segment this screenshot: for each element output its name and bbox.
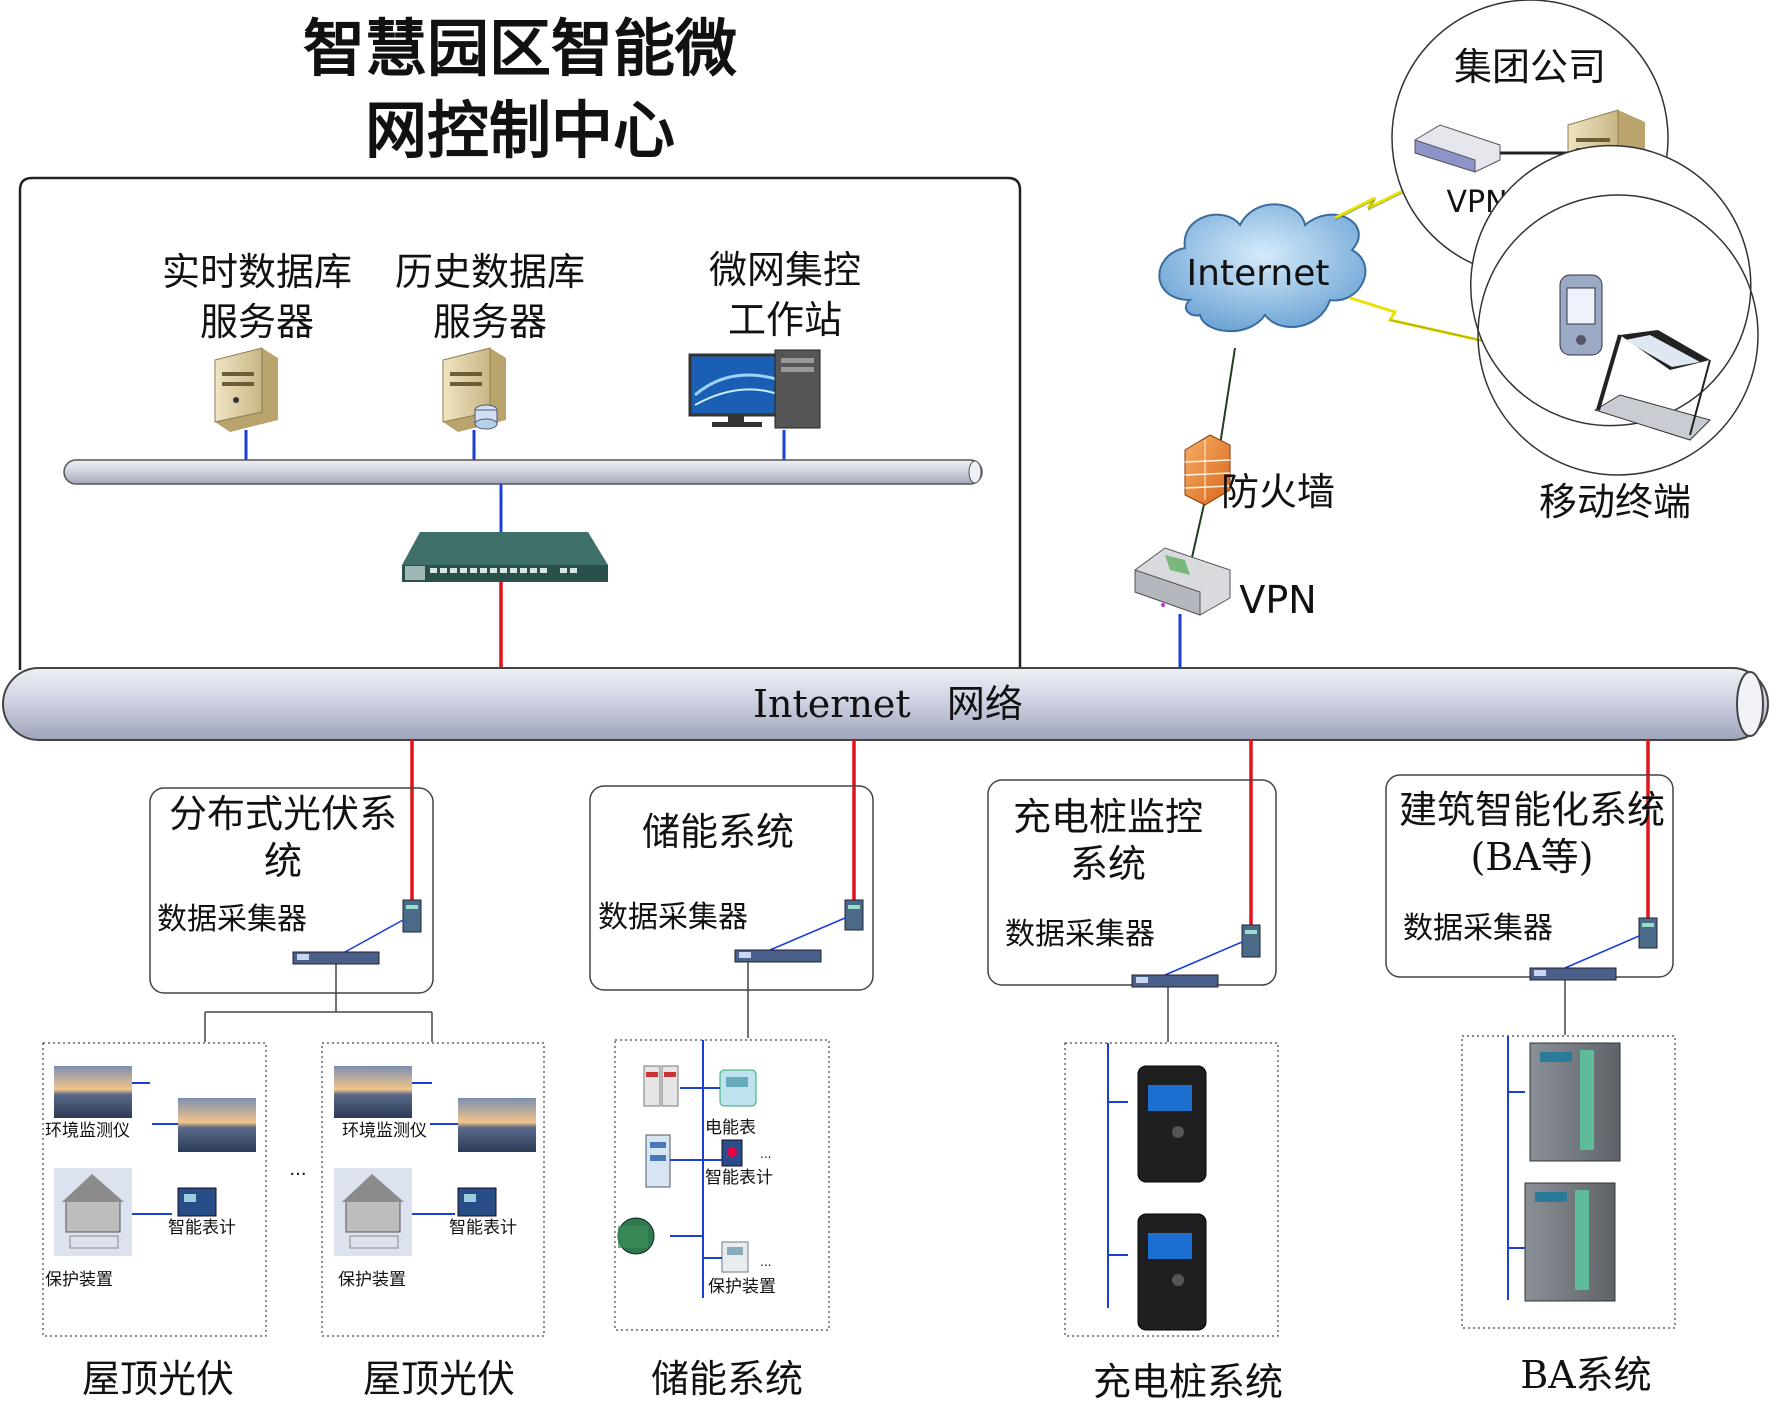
storage-protection-label: 保护装置 bbox=[708, 1277, 776, 1297]
internet-bus-label: Internet 网络 bbox=[753, 682, 1023, 726]
pv-subsystem-title-line2: 统 bbox=[264, 839, 302, 883]
history-db-server-label: 历史数据库 服务器 bbox=[395, 250, 585, 344]
storage-gateway-icon bbox=[734, 899, 864, 963]
pv-env-monitor-label-1: 环境监测仪 bbox=[45, 1121, 130, 1141]
bottom-label-storage: 储能系统 bbox=[651, 1357, 803, 1401]
workstation-icon bbox=[688, 349, 821, 429]
mobile-circle bbox=[1470, 144, 1752, 427]
bottom-label-rooftop-pv-1: 屋顶光伏 bbox=[82, 1357, 234, 1401]
pv-subsystem-title-line1: 分布式光伏系 bbox=[169, 792, 397, 836]
control-center-frame bbox=[18, 176, 1022, 670]
microgrid-workstation-label-line2: 工作站 bbox=[728, 298, 842, 342]
pv-protection-label-2: 保护装置 bbox=[338, 1270, 406, 1290]
cloud-to-group-link-shadow bbox=[1334, 186, 1416, 221]
phone-icon bbox=[1559, 274, 1603, 356]
internet-cloud-icon bbox=[1158, 203, 1367, 333]
vpn-label: VPN bbox=[1239, 578, 1316, 622]
internal-bus-pipe bbox=[63, 459, 983, 485]
microgrid-workstation-label: 微网集控 工作站 bbox=[709, 248, 861, 342]
diagram-title-line1: 智慧园区智能微 bbox=[303, 12, 737, 85]
charging-pile-icon-2 bbox=[1137, 1213, 1207, 1331]
storage-ellipsis-1: ... bbox=[760, 1147, 771, 1161]
pv-smart-meter-label-1: 智能表计 bbox=[168, 1218, 236, 1238]
pv-collector-label: 数据采集器 bbox=[157, 902, 307, 937]
bottom-label-ba: BA系统 bbox=[1520, 1353, 1651, 1397]
storage-field-panel bbox=[614, 1039, 830, 1331]
charging-collector-label: 数据采集器 bbox=[1005, 917, 1155, 952]
mobile-terminal-label: 移动终端 bbox=[1539, 480, 1691, 524]
ba-gateway-icon bbox=[1529, 917, 1658, 981]
pv-field-links bbox=[204, 964, 433, 1042]
internet-cloud-label: Internet bbox=[1187, 253, 1330, 294]
bottom-label-rooftop-pv-2: 屋顶光伏 bbox=[363, 1357, 515, 1401]
storage-subsystem-box bbox=[589, 785, 874, 991]
laptop-icon bbox=[1593, 330, 1711, 441]
firewall-icon bbox=[1184, 434, 1231, 506]
pv-smart-meter-icon-1 bbox=[177, 1187, 217, 1217]
ba-subsystem-title-line1: 建筑智能化系统 bbox=[1399, 788, 1665, 832]
realtime-db-server-label-line2: 服务器 bbox=[200, 300, 314, 344]
energy-meter-label: 电能表 bbox=[705, 1118, 756, 1138]
history-db-server-label-line2: 服务器 bbox=[433, 300, 547, 344]
protection-device-icon bbox=[721, 1241, 749, 1273]
realtime-db-server-icon bbox=[214, 347, 278, 432]
firewall-label: 防火墙 bbox=[1221, 470, 1335, 514]
realtime-db-server-label: 实时数据库 服务器 bbox=[162, 250, 352, 344]
switchgear-icon bbox=[643, 1065, 679, 1107]
vpn-router-icon bbox=[1134, 547, 1231, 616]
microgrid-workstation-label-line1: 微网集控 bbox=[709, 248, 861, 292]
history-db-server-label-line1: 历史数据库 bbox=[395, 250, 585, 294]
core-switch-icon bbox=[402, 532, 608, 582]
pv-env-monitor-label-2: 环境监测仪 bbox=[342, 1121, 427, 1141]
cloud-to-group-link bbox=[1334, 183, 1416, 220]
pv-house-icon-2 bbox=[334, 1168, 412, 1256]
storage-ellipsis-2: ... bbox=[760, 1255, 771, 1269]
energy-meter-icon bbox=[719, 1069, 757, 1107]
pv-gateway-icon bbox=[292, 899, 422, 965]
ba-collector-label: 数据采集器 bbox=[1403, 911, 1553, 946]
storage-collector-label: 数据采集器 bbox=[598, 900, 748, 935]
storage-smart-meter-label: 智能表计 bbox=[705, 1168, 773, 1188]
plc-icon-2 bbox=[1524, 1182, 1616, 1302]
plc-icon-1 bbox=[1529, 1042, 1621, 1162]
pv-subsystem-box bbox=[149, 787, 434, 994]
charging-subsystem-title-line2: 系统 bbox=[1070, 842, 1146, 886]
charging-gateway-icon bbox=[1131, 924, 1261, 988]
storage-subsystem-title: 储能系统 bbox=[642, 810, 794, 854]
storage-smart-meter-icon bbox=[721, 1139, 743, 1167]
pv-field-panel-1 bbox=[42, 1042, 267, 1337]
bottom-label-charging: 充电桩系统 bbox=[1093, 1360, 1283, 1404]
history-db-server-icon bbox=[442, 347, 506, 432]
internet-bus-pipe bbox=[2, 667, 1769, 741]
pv-house-icon-1 bbox=[54, 1168, 132, 1256]
generator-icon bbox=[617, 1217, 655, 1255]
pv-field-panel-2 bbox=[321, 1042, 545, 1337]
charging-pile-icon-1 bbox=[1137, 1065, 1207, 1183]
ba-field-panel bbox=[1461, 1035, 1676, 1329]
charging-subsystem-title-line1: 充电桩监控 bbox=[1013, 795, 1203, 839]
realtime-db-server-label-line1: 实时数据库 bbox=[162, 250, 352, 294]
ba-subsystem-title-line2: (BA等) bbox=[1470, 835, 1593, 879]
mobile-circle-outline bbox=[1477, 194, 1759, 476]
group-vpn-router-icon bbox=[1414, 124, 1501, 173]
cloud-to-firewall-link bbox=[1219, 347, 1236, 446]
group-company-label: 集团公司 bbox=[1454, 45, 1606, 89]
pv-smart-meter-icon-2 bbox=[457, 1187, 497, 1217]
pv-protection-label-1: 保护装置 bbox=[45, 1270, 113, 1290]
diagram-title-line2: 网控制中心 bbox=[365, 94, 675, 167]
pv-ellipsis: ... bbox=[289, 1159, 306, 1180]
battery-cabinet-icon bbox=[645, 1134, 671, 1188]
charging-field-panel bbox=[1064, 1042, 1279, 1337]
pv-smart-meter-label-2: 智能表计 bbox=[449, 1218, 517, 1238]
